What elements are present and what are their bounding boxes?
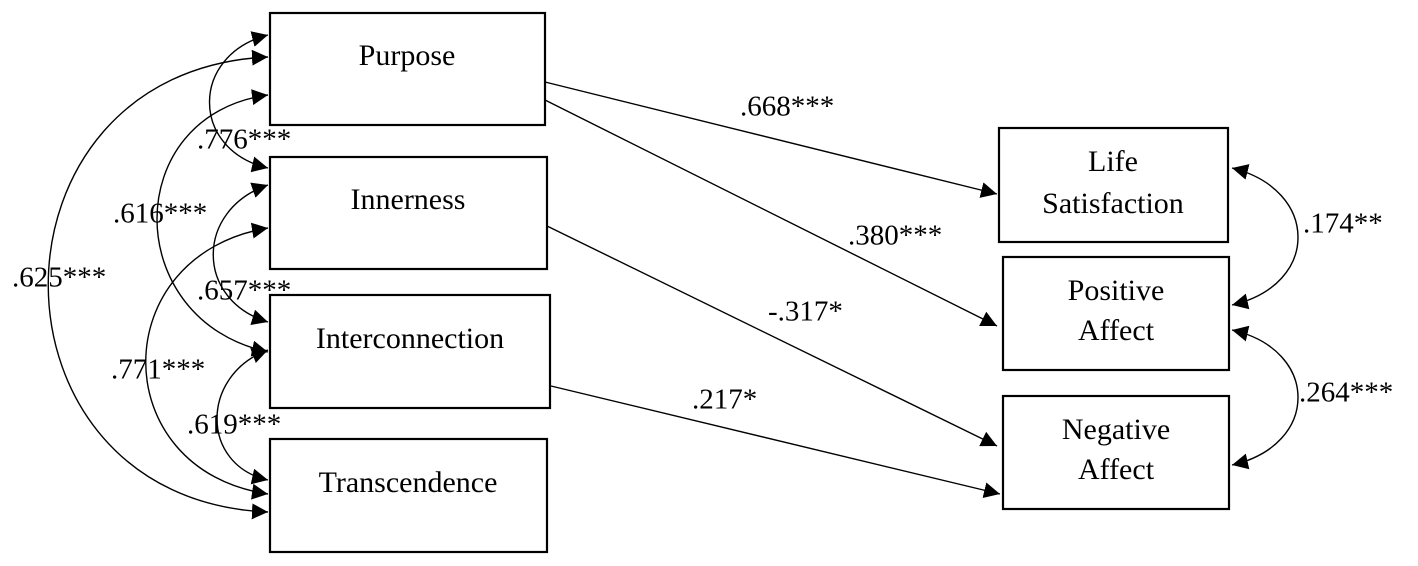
node-life-satisfaction-label-1: Life xyxy=(1088,145,1138,178)
coef-purpose-interconnection: .616*** xyxy=(113,198,207,230)
node-interconnection: Interconnection xyxy=(268,293,552,410)
path-interconnection-negativeaffect xyxy=(550,385,1001,499)
node-negative-affect-label-1: Negative xyxy=(1062,413,1170,446)
coef-innerness-interconnection: .657*** xyxy=(197,275,291,307)
cov-purpose-innerness xyxy=(208,31,269,173)
node-life-satisfaction-label-2: Satisfaction xyxy=(1042,187,1184,220)
cov-innerness-interconnection xyxy=(212,182,269,326)
node-negative-affect: Negative Affect xyxy=(1001,394,1231,511)
coef-purpose-transcendence: .625*** xyxy=(12,262,106,294)
coef-purpose-innerness: .776*** xyxy=(197,124,291,156)
coef-interconnection-transcendence: .619*** xyxy=(187,409,281,441)
coef-purpose-positiveaffect: .380*** xyxy=(848,220,942,252)
node-interconnection-label: Interconnection xyxy=(316,322,504,355)
node-negative-affect-label-2: Affect xyxy=(1078,453,1155,486)
path-purpose-lifesatisfaction xyxy=(544,81,998,198)
path-innerness-negativeaffect xyxy=(546,225,998,447)
node-positive-affect-label-2: Affect xyxy=(1078,314,1155,347)
coef-interconnection-negativeaffect: .217* xyxy=(692,384,757,416)
cov-innerness-transcendence xyxy=(145,222,269,500)
cov-purpose-interconnection xyxy=(156,89,269,357)
cov-positiveaffect-negativeaffect xyxy=(1231,325,1299,470)
node-innerness: Innerness xyxy=(268,155,549,271)
node-innerness-label: Innerness xyxy=(351,183,466,216)
node-life-satisfaction: Life Satisfaction xyxy=(997,126,1230,244)
node-transcendence-label: Transcendence xyxy=(319,466,498,499)
coef-lifesatisfaction-positiveaffect: .174** xyxy=(1303,208,1383,240)
coef-purpose-lifesatisfaction: .668*** xyxy=(740,91,834,123)
coef-innerness-negativeaffect: -.317* xyxy=(768,296,843,328)
node-transcendence: Transcendence xyxy=(268,437,549,554)
coef-innerness-transcendence: .771*** xyxy=(111,354,205,386)
cov-interconnection-transcendence xyxy=(216,348,269,485)
coef-positiveaffect-negativeaffect: .264*** xyxy=(1299,377,1393,409)
cov-purpose-transcendence xyxy=(47,49,269,520)
node-positive-affect: Positive Affect xyxy=(1001,255,1231,372)
node-purpose: Purpose xyxy=(268,11,547,127)
path-purpose-positiveaffect xyxy=(544,99,998,327)
cov-lifesatisfaction-positiveaffect xyxy=(1231,164,1299,310)
node-purpose-label: Purpose xyxy=(359,39,456,72)
node-positive-affect-label-1: Positive xyxy=(1068,274,1165,307)
